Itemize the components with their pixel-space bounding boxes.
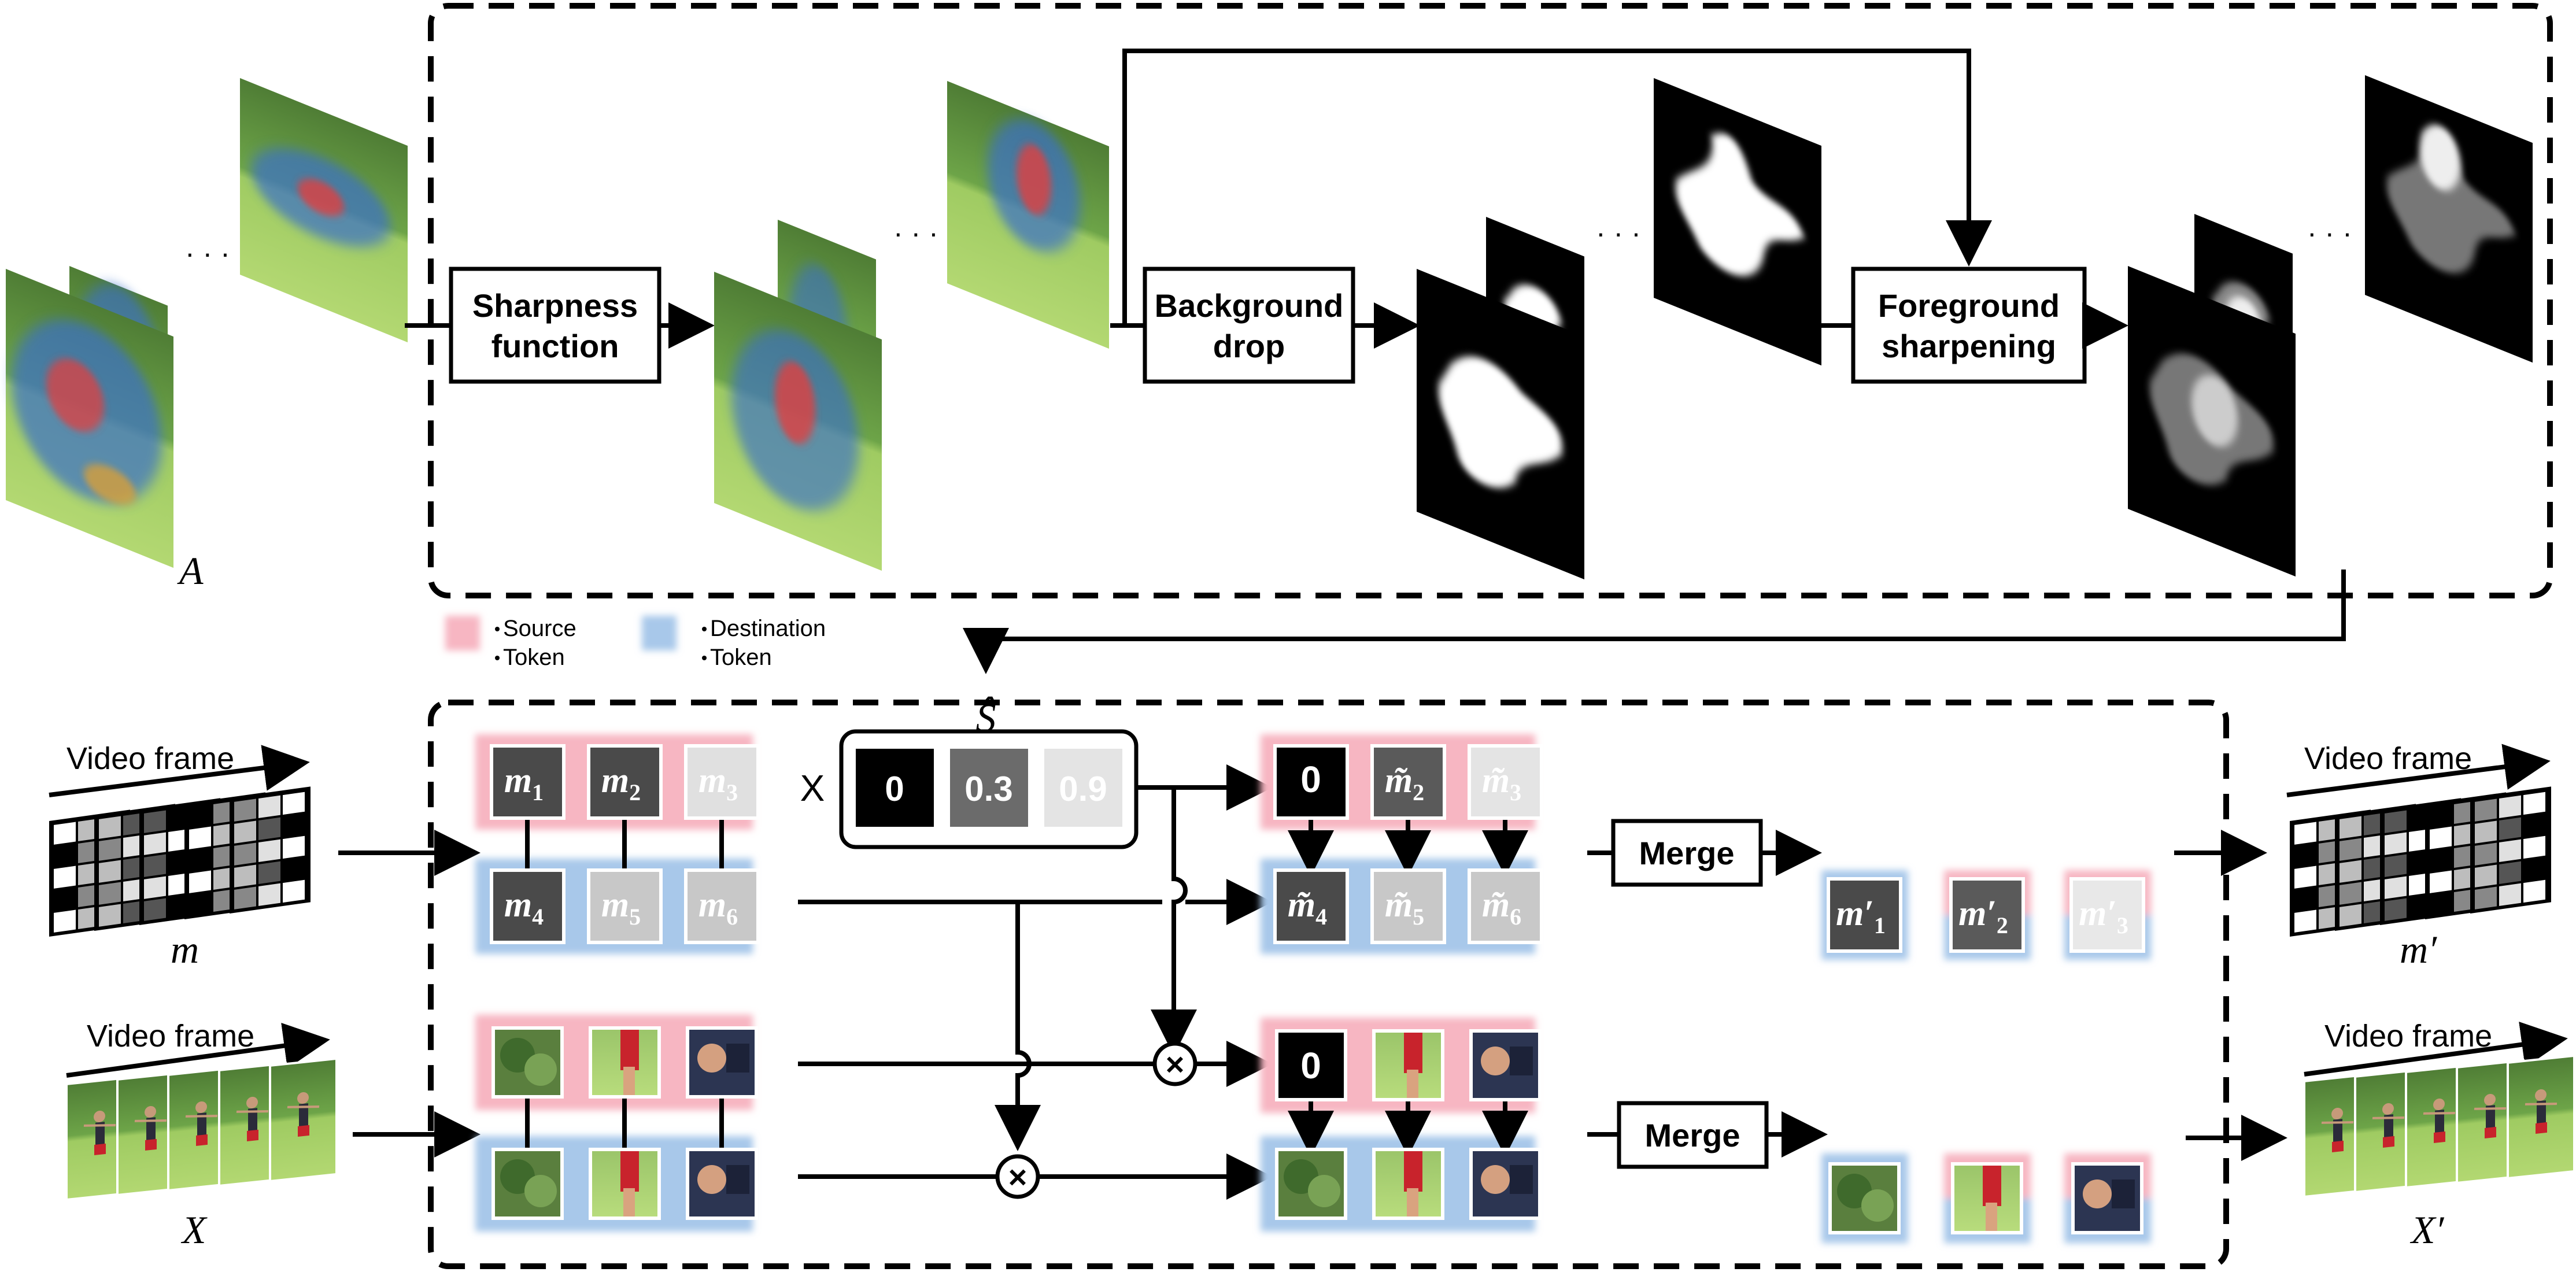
image-source-3 (686, 1026, 758, 1099)
score-2: 0.9 (1059, 770, 1107, 808)
merged-token-2: m′2 (1949, 877, 2025, 953)
background-label-2: drop (1213, 328, 1285, 364)
token-source-2: m2 (587, 744, 663, 820)
image-source-1 (491, 1026, 564, 1099)
token-source-1: m1 (490, 744, 566, 820)
background-label-1: Background (1155, 287, 1344, 324)
stack-dots-A: · · · (185, 237, 230, 269)
sharpness-label-1: Sharpness (472, 287, 638, 324)
background-drop-box (1143, 267, 1355, 384)
merged-image-2 (1951, 1162, 2023, 1234)
token-source-3: m3 (684, 744, 760, 820)
multiply-operator-bottom (995, 1154, 1040, 1199)
legend: Source Token Destination Token (445, 616, 826, 670)
label-A: A (177, 549, 204, 593)
legend-source-swatch (445, 616, 480, 650)
legend-source-label-1: Source (503, 616, 576, 641)
scaled-image-dest-5 (1372, 1148, 1444, 1220)
merge-box-top (1611, 819, 1763, 887)
legend-destination-swatch (642, 616, 677, 650)
score-1: 0.3 (964, 770, 1012, 808)
stack-dots-masks: · · · (1596, 217, 1641, 249)
label-X-prime: X′ (2409, 1208, 2445, 1252)
bottom-panel-border (428, 700, 2229, 1269)
scaled-token-dest-4: m̃4 (1273, 868, 1349, 944)
svg-text:0: 0 (1300, 759, 1321, 800)
merge-label-top: Merge (1639, 835, 1735, 871)
image-source-2 (589, 1026, 661, 1099)
skip-arrow-to-foreground (1122, 49, 1992, 326)
score-to-image-multiply (1151, 787, 1197, 1056)
token-group-left: m1 m2 m3 m4 m5 m6 (475, 734, 760, 1232)
image-dest-5 (589, 1148, 661, 1220)
label-m: m (171, 927, 199, 971)
dest-to-multiply-bottom (995, 902, 1041, 1151)
input-video-frames: Video frame X (65, 1019, 338, 1252)
sharpened-attention-stack: · · · (714, 81, 1109, 571)
scaled-token-source-3: m̃3 (1468, 744, 1543, 820)
score-0: 0 (885, 770, 904, 808)
video-frame-label-right-bottom: Video frame (2324, 1019, 2492, 1053)
scaled-token-source-2: m̃2 (1370, 744, 1446, 820)
multiply-symbol-top: × (1166, 1046, 1185, 1082)
output-video-frames: Video frame X′ (2303, 1019, 2575, 1252)
svg-text:0: 0 (1300, 1045, 1321, 1086)
merge-box-bottom (1617, 1101, 1769, 1169)
token-dest-6: m6 (684, 868, 760, 944)
token-dest-5: m5 (587, 868, 663, 944)
top-panel-border (428, 3, 2553, 598)
merged-token-3: m′3 (2069, 877, 2145, 953)
token-dest-4: m4 (490, 868, 566, 944)
stack-dots-sharpened-masks: · · · (2307, 217, 2352, 249)
legend-destination-label-2: Token (710, 645, 772, 670)
legend-destination-label-1: Destination (710, 616, 826, 641)
svg-text:m′2: m′2 (1958, 894, 2008, 938)
foreground-label-2: sharpening (1882, 328, 2056, 364)
scaled-image-source-1: 0 (1275, 1029, 1347, 1101)
scaled-image-source-3 (1469, 1029, 1542, 1101)
sharpened-mask-stack: · · · (2128, 75, 2533, 577)
arrow-to-s-hat (963, 570, 2346, 674)
svg-text:m̃4: m̃4 (1288, 885, 1327, 930)
merged-tokens: m′1 m′2 m′3 (1821, 870, 2151, 1243)
merged-token-1: m′1 (1827, 877, 1902, 953)
foreground-sharpening-box (1851, 267, 2087, 384)
multiply-symbol-bottom: × (1008, 1159, 1028, 1195)
sharpness-label-2: function (491, 328, 619, 364)
scaled-token-dest-6: m̃6 (1468, 868, 1543, 944)
merge-label-bottom: Merge (1645, 1117, 1740, 1153)
video-frame-label-left-bottom: Video frame (87, 1019, 254, 1053)
foreground-label-1: Foreground (1878, 287, 2060, 324)
output-token-frames: Video frame m′ (2286, 741, 2551, 971)
multiply-operator-top (1152, 1041, 1198, 1086)
sharpness-function-box (449, 267, 661, 384)
stack-dots-sharpened: · · · (893, 217, 938, 249)
scaled-token-dest-5: m̃5 (1370, 868, 1446, 944)
video-frame-label-right-top: Video frame (2304, 741, 2472, 776)
input-token-frames: Video frame m (49, 741, 311, 971)
merged-image-1 (1828, 1162, 1901, 1234)
image-dest-6 (686, 1148, 758, 1220)
label-m-prime: m′ (2400, 927, 2437, 971)
times-sign: X (800, 767, 825, 809)
binary-mask-stack: · · · (1417, 78, 1821, 580)
label-X: X (180, 1208, 208, 1252)
attention-map-stack: · · · A (6, 78, 408, 593)
video-frame-label-left-top: Video frame (66, 741, 234, 776)
scaled-token-source-1: 0 (1273, 744, 1349, 820)
token-group-middle: 0 m̃2 m̃3 m̃4 m̃5 m̃6 0 (1261, 734, 1543, 1232)
scaled-image-dest-4 (1275, 1148, 1347, 1220)
legend-source-label-2: Token (503, 645, 565, 670)
scaled-image-dest-6 (1469, 1148, 1542, 1220)
scaled-image-source-2 (1372, 1029, 1444, 1101)
image-dest-4 (491, 1148, 564, 1220)
s-hat-score-box: Ŝ X 0 0.3 0.9 (800, 696, 1139, 849)
merged-image-3 (2071, 1162, 2143, 1234)
